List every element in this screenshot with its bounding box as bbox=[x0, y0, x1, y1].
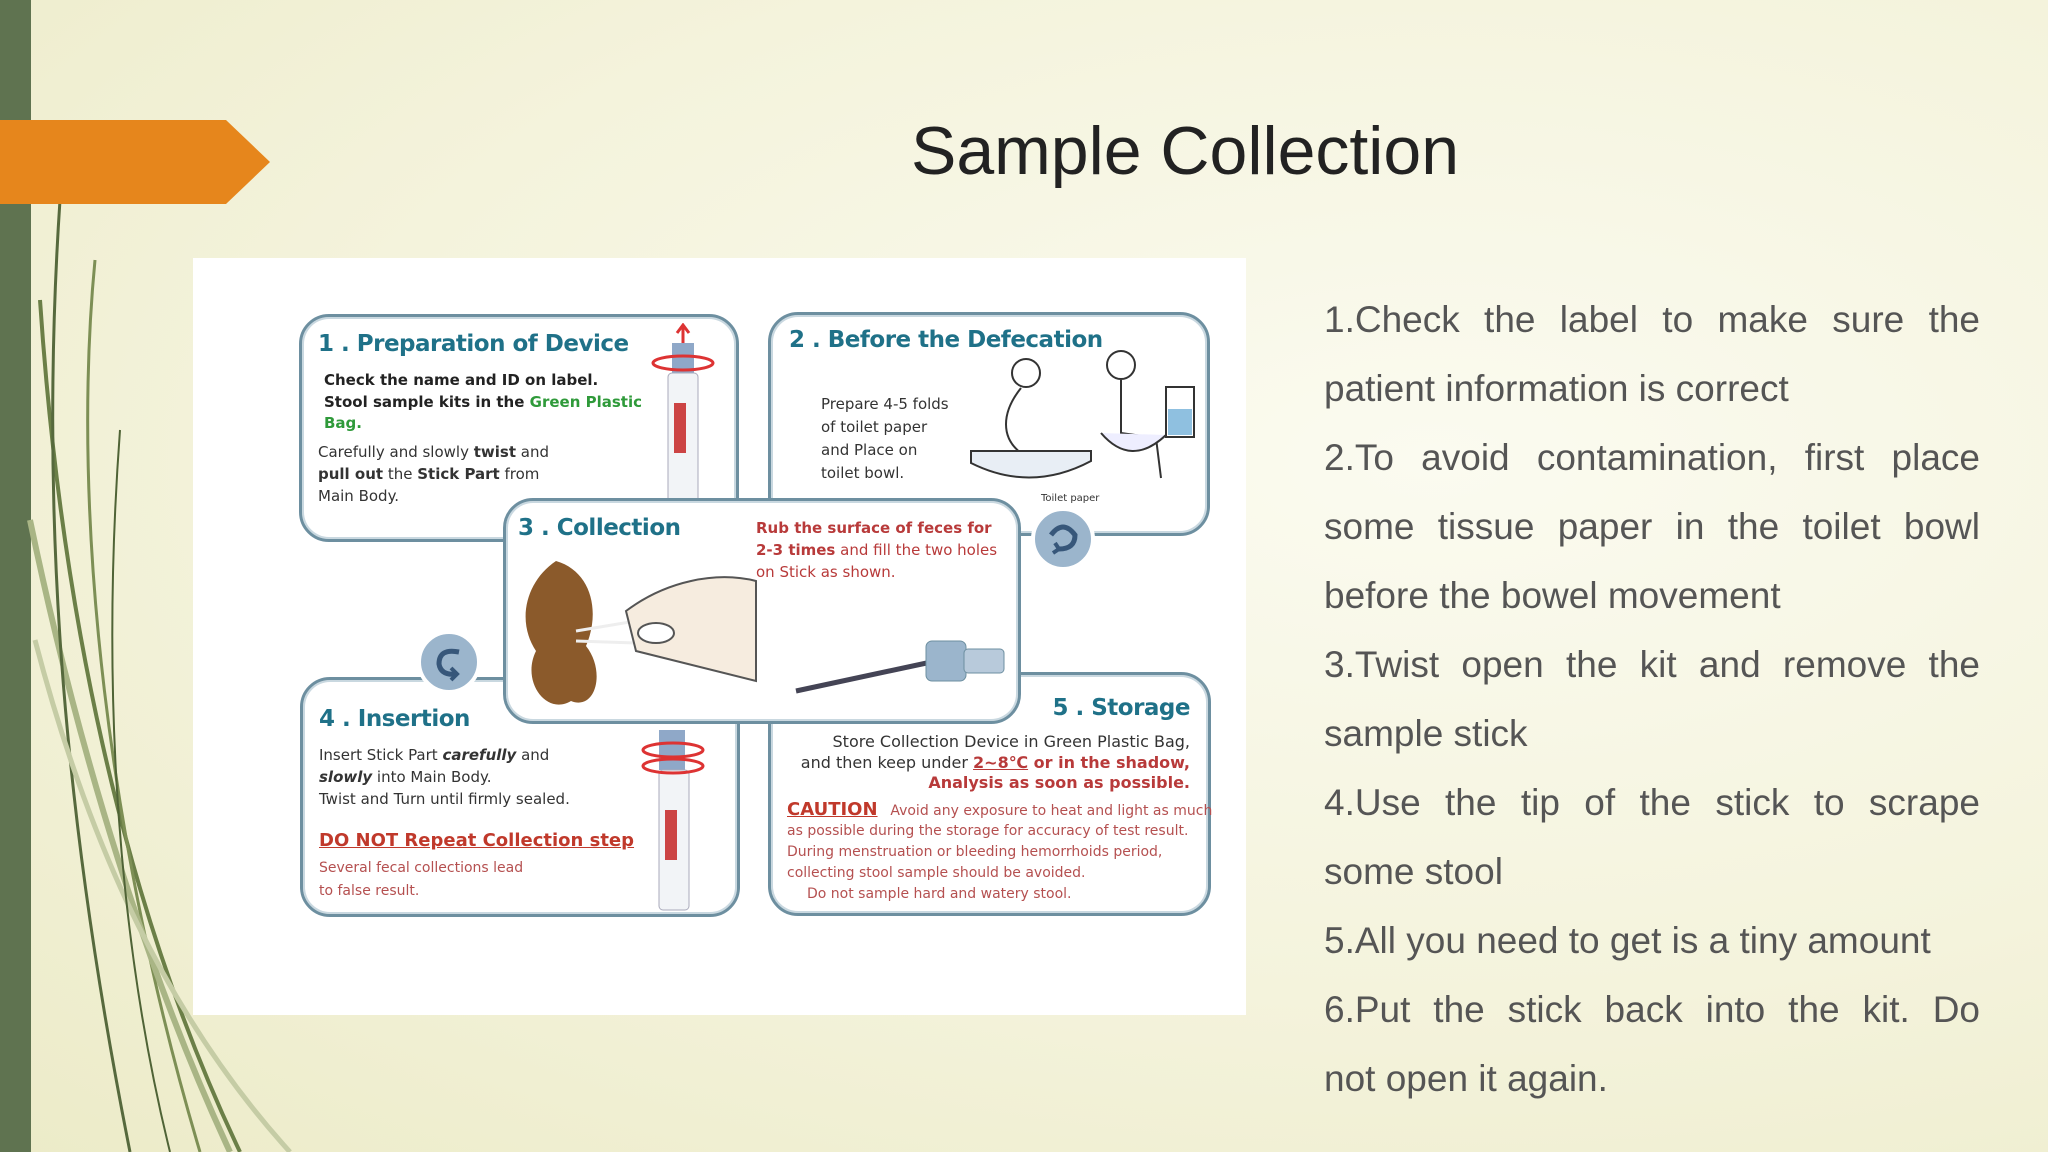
sample-stick-icon bbox=[795, 640, 1005, 694]
panel-insertion-line: Twist and Turn until firmly sealed. bbox=[319, 790, 570, 808]
panel-insertion-line: to false result. bbox=[319, 883, 420, 899]
panel-defecation-title: 2 . Before the Defecation bbox=[789, 327, 1103, 353]
panel-storage-caution: CAUTION Avoid any exposure to heat and l… bbox=[787, 799, 1213, 820]
panel-defecation-line: and Place on bbox=[821, 441, 918, 459]
toilet-illustration-icon: Toilet paper bbox=[970, 350, 1195, 503]
panel-preparation-line: Check the name and ID on label. bbox=[324, 371, 599, 389]
insertion-tube-icon bbox=[641, 730, 705, 911]
instruction-steps: 1.Check the label to make sure the patie… bbox=[1324, 285, 1980, 1113]
panel-collection-title: 3 . Collection bbox=[518, 515, 681, 541]
panel-collection-line: on Stick as shown. bbox=[756, 563, 896, 581]
collection-instructions-figure: 1 . Preparation of Device Check the name… bbox=[193, 258, 1246, 1015]
step-line: 5.All you need to get is a tiny amount bbox=[1324, 920, 1931, 961]
panel-preparation-line: Stool sample kits in the Green Plastic bbox=[324, 393, 642, 411]
step-line: 4.Use the tip of the stick to scrape bbox=[1324, 782, 1980, 823]
step-line: sample stick bbox=[1324, 713, 1528, 754]
panel-storage-title: 5 . Storage bbox=[1052, 695, 1190, 721]
title-arrow-tab bbox=[0, 120, 270, 204]
panel-storage-line: Do not sample hard and watery stool. bbox=[807, 886, 1072, 902]
step-line: 6.Put the stick back into the kit. Do bbox=[1324, 989, 1980, 1030]
stool-collection-illustration-icon bbox=[525, 561, 757, 705]
panel-storage-line: as possible during the storage for accur… bbox=[787, 823, 1189, 839]
device-tube-icon bbox=[651, 323, 715, 504]
panel-insertion-line: Insert Stick Part carefully and bbox=[319, 746, 550, 764]
panel-preparation-line: Main Body. bbox=[318, 487, 400, 505]
panel-storage-line: collecting stool sample should be avoide… bbox=[787, 865, 1086, 881]
panel-insertion-warning: DO NOT Repeat Collection step bbox=[319, 830, 635, 851]
step-line: 1.Check the label to make sure the bbox=[1324, 299, 1980, 340]
panel-insertion-title: 4 . Insertion bbox=[319, 706, 470, 732]
panel-storage-line: During menstruation or bleeding hemorrho… bbox=[787, 844, 1163, 860]
panel-collection: 3 . Collection Rub the surface of feces … bbox=[503, 498, 1021, 724]
step-line: not open it again. bbox=[1324, 1058, 1608, 1099]
svg-text:Toilet paper: Toilet paper bbox=[1040, 493, 1100, 503]
panel-preparation-line: pull out the Stick Part from bbox=[318, 465, 540, 483]
step-line: patient information is correct bbox=[1324, 368, 1789, 409]
panel-storage-line: and then keep under 2~8℃ or in the shado… bbox=[800, 753, 1190, 772]
panel-storage-line: Analysis as soon as possible. bbox=[928, 773, 1190, 792]
panel-collection-line: 2-3 times and fill the two holes bbox=[756, 541, 998, 559]
panel-insertion-line: Several fecal collections lead bbox=[319, 860, 524, 876]
panel-preparation-title: 1 . Preparation of Device bbox=[318, 331, 629, 357]
previous-step-arrow-icon[interactable] bbox=[415, 628, 483, 696]
panel-storage-line: Store Collection Device in Green Plastic… bbox=[832, 732, 1190, 751]
step-line: before the bowel movement bbox=[1324, 575, 1781, 616]
panel-collection-line: Rub the surface of feces for bbox=[756, 519, 992, 537]
panel-defecation-line: toilet bowl. bbox=[821, 464, 905, 482]
panel-preparation-line: Carefully and slowly twist and bbox=[318, 443, 550, 461]
panel-storage: 5 . Storage Store Collection Device in G… bbox=[768, 672, 1213, 916]
step-line: 2.To avoid contamination, first place bbox=[1324, 437, 1980, 478]
panel-preparation: 1 . Preparation of Device Check the name… bbox=[299, 314, 739, 542]
next-step-arrow-icon[interactable] bbox=[1029, 505, 1097, 573]
panel-insertion-line: slowly into Main Body. bbox=[319, 768, 492, 786]
panel-defecation-line: of toilet paper bbox=[821, 418, 928, 436]
slide-title: Sample Collection bbox=[910, 113, 1460, 189]
panel-defecation-line: Prepare 4-5 folds bbox=[821, 395, 949, 413]
step-line: some stool bbox=[1324, 851, 1503, 892]
panel-preparation-line: Bag. bbox=[324, 414, 362, 432]
step-line: some tissue paper in the toilet bowl bbox=[1324, 506, 1980, 547]
step-line: 3.Twist open the kit and remove the bbox=[1324, 644, 1980, 685]
grass-decoration bbox=[27, 199, 292, 1152]
